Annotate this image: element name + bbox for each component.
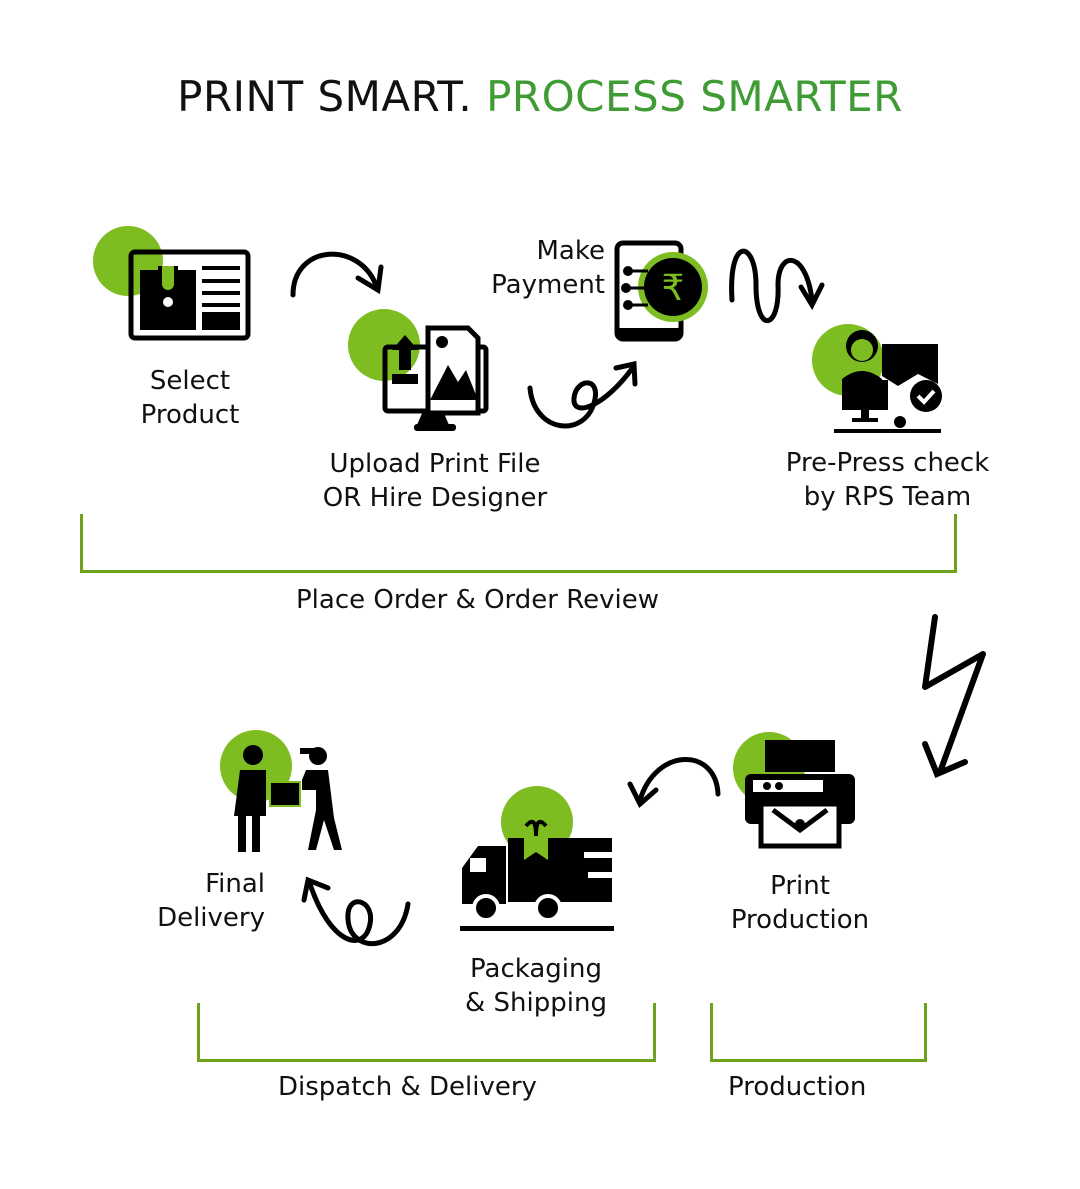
step-packaging-shipping: Packaging& Shipping [465,954,607,1018]
wave-arrow-icon [729,248,825,323]
delivery-truck-icon [460,786,614,931]
curved-arrow-left-icon [627,757,721,809]
title-part2: PROCESS SMARTER [486,72,903,121]
curved-arrow-icon [290,251,384,298]
designer-check-icon [812,324,942,433]
title-part1: PRINT SMART. [177,72,473,121]
printer-icon [733,732,855,849]
zigzag-arrow-icon [922,614,986,778]
loop-arrow-icon-2 [301,876,411,946]
bracket-place-order [80,514,957,573]
page-title: PRINT SMART. PROCESS SMARTER [0,72,1080,121]
upload-monitor-icon [348,309,489,431]
group-label-production: Production [728,1072,867,1102]
svg-text:₹: ₹ [662,268,685,309]
bracket-production [710,1003,927,1062]
bracket-dispatch-delivery [197,1003,656,1062]
product-page-icon [93,226,251,341]
group-label-place-order: Place Order & Order Review [296,585,659,615]
handover-icon [220,730,342,852]
rupee-phone-icon: ₹ [614,240,708,342]
group-label-dispatch: Dispatch & Delivery [278,1072,537,1102]
loop-arrow-icon [527,360,638,429]
